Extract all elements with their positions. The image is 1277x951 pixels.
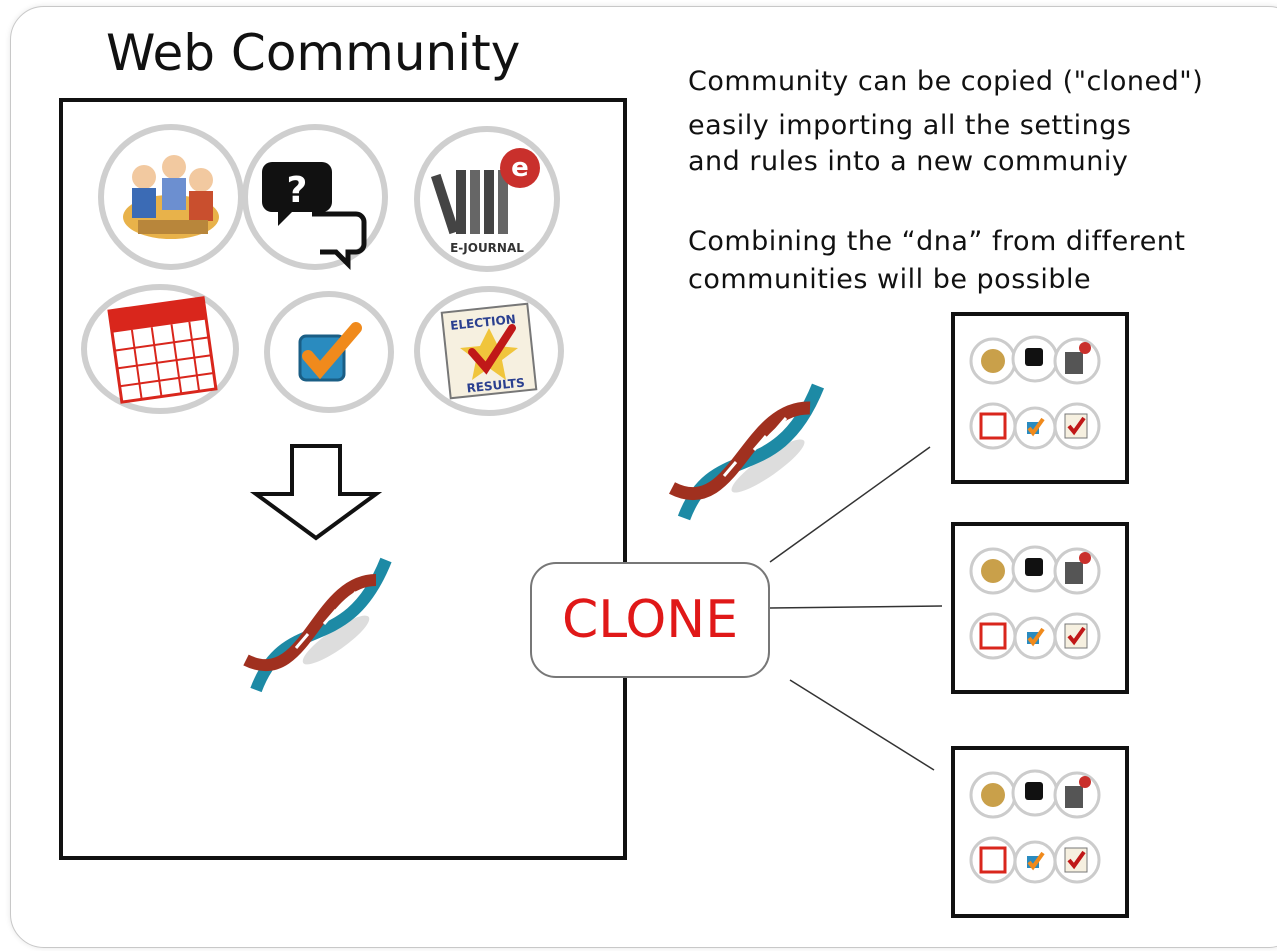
election-results-icon: ELECTION RESULTS bbox=[414, 286, 564, 416]
cloned-community-2 bbox=[951, 522, 1129, 694]
clone-box: CLONE bbox=[530, 562, 770, 678]
dna-helix-icon bbox=[669, 383, 825, 521]
election-label-bottom: RESULTS bbox=[466, 375, 525, 395]
calendar-icon bbox=[81, 284, 239, 414]
down-arrow-icon bbox=[249, 444, 383, 541]
election-label-top: ELECTION bbox=[450, 312, 517, 333]
clone-label: CLONE bbox=[561, 590, 739, 650]
dna-helix-icon bbox=[243, 557, 392, 693]
question-chat-icon: ? bbox=[242, 124, 388, 271]
people-meeting-icon bbox=[98, 124, 244, 270]
cloned-community-1 bbox=[951, 312, 1129, 484]
e-journal-label: E-JOURNAL bbox=[450, 241, 524, 255]
cloned-community-3 bbox=[951, 746, 1129, 918]
mini-icon-grid bbox=[969, 545, 1101, 660]
mini-icon-grid bbox=[969, 769, 1101, 884]
description-line-3: and rules into a new communiy bbox=[688, 146, 1129, 177]
description-line-2: easily importing all the settings bbox=[688, 110, 1132, 141]
description-line-1: Community can be copied ("cloned") bbox=[688, 66, 1204, 97]
checkbox-vote-icon bbox=[264, 291, 394, 413]
mini-icon-grid bbox=[969, 335, 1101, 450]
slide-title: Web Community bbox=[106, 24, 521, 82]
web-community-box bbox=[59, 98, 627, 860]
svg-text:e: e bbox=[511, 153, 529, 183]
svg-text:?: ? bbox=[287, 170, 308, 211]
description-line-5: communities will be possible bbox=[688, 264, 1092, 295]
e-journal-icon: e E-JOURNAL bbox=[414, 126, 560, 272]
description-line-4: Combining the “dna” from different bbox=[688, 226, 1186, 257]
